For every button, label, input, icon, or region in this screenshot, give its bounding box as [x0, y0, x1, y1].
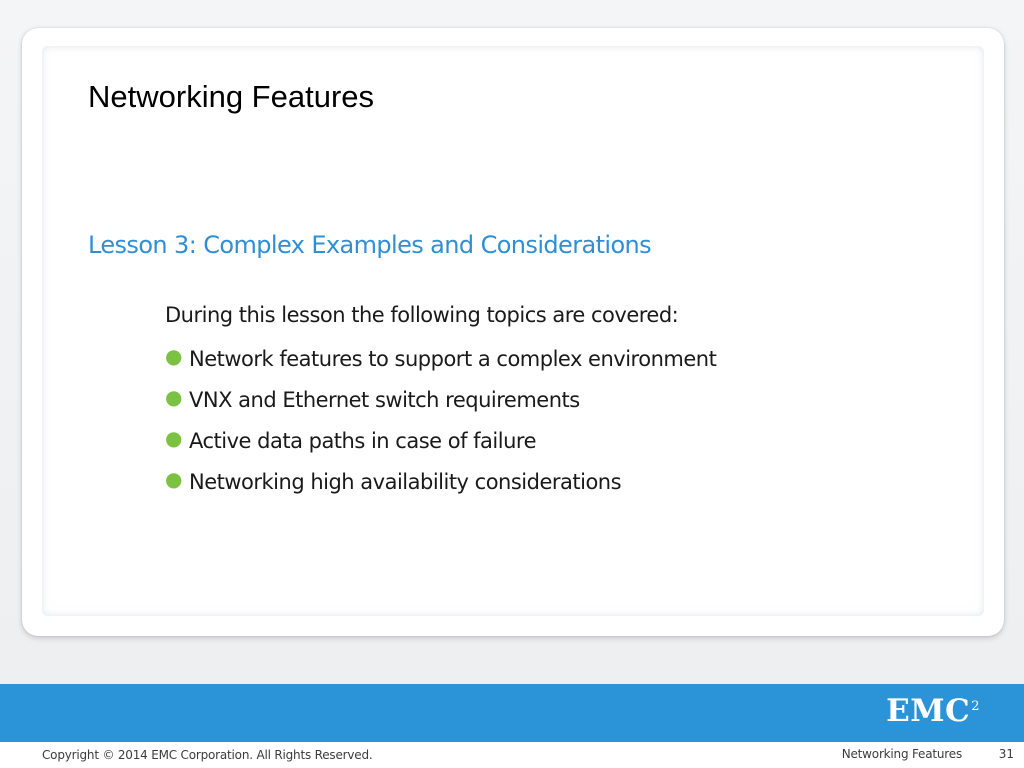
logo-superscript: 2	[971, 698, 980, 714]
list-item: ● Network features to support a complex …	[165, 338, 865, 379]
list-item-text: Active data paths in case of failure	[189, 428, 537, 453]
list-item-text: VNX and Ethernet switch requirements	[189, 387, 580, 412]
emc-logo: EMC2	[886, 693, 980, 729]
intro-text: During this lesson the following topics …	[165, 303, 679, 327]
bullet-dot-icon: ●	[165, 384, 182, 409]
copyright-text: Copyright © 2014 EMC Corporation. All Ri…	[42, 748, 373, 762]
page-number: 31	[998, 747, 1014, 761]
bullet-dot-icon: ●	[165, 343, 182, 368]
list-item: ● Active data paths in case of failure	[165, 420, 865, 461]
list-item: ● Networking high availability considera…	[165, 461, 865, 502]
footer-bar: EMC2	[0, 684, 1024, 742]
slide-title: Networking Features	[88, 79, 375, 114]
slide-content: During this lesson the following topics …	[165, 297, 865, 502]
topic-list: ● Network features to support a complex …	[165, 338, 865, 502]
footer: Copyright © 2014 EMC Corporation. All Ri…	[0, 742, 1024, 768]
list-item: ● VNX and Ethernet switch requirements	[165, 379, 865, 420]
slide-card	[22, 28, 1004, 636]
bullet-dot-icon: ●	[165, 466, 182, 491]
lesson-subtitle: Lesson 3: Complex Examples and Considera…	[88, 231, 652, 259]
list-item-text: Networking high availability considerati…	[189, 469, 622, 494]
logo-text: EMC	[886, 693, 971, 729]
footer-section-title: Networking Features	[841, 747, 962, 761]
bullet-dot-icon: ●	[165, 425, 182, 450]
list-item-text: Network features to support a complex en…	[189, 346, 717, 371]
